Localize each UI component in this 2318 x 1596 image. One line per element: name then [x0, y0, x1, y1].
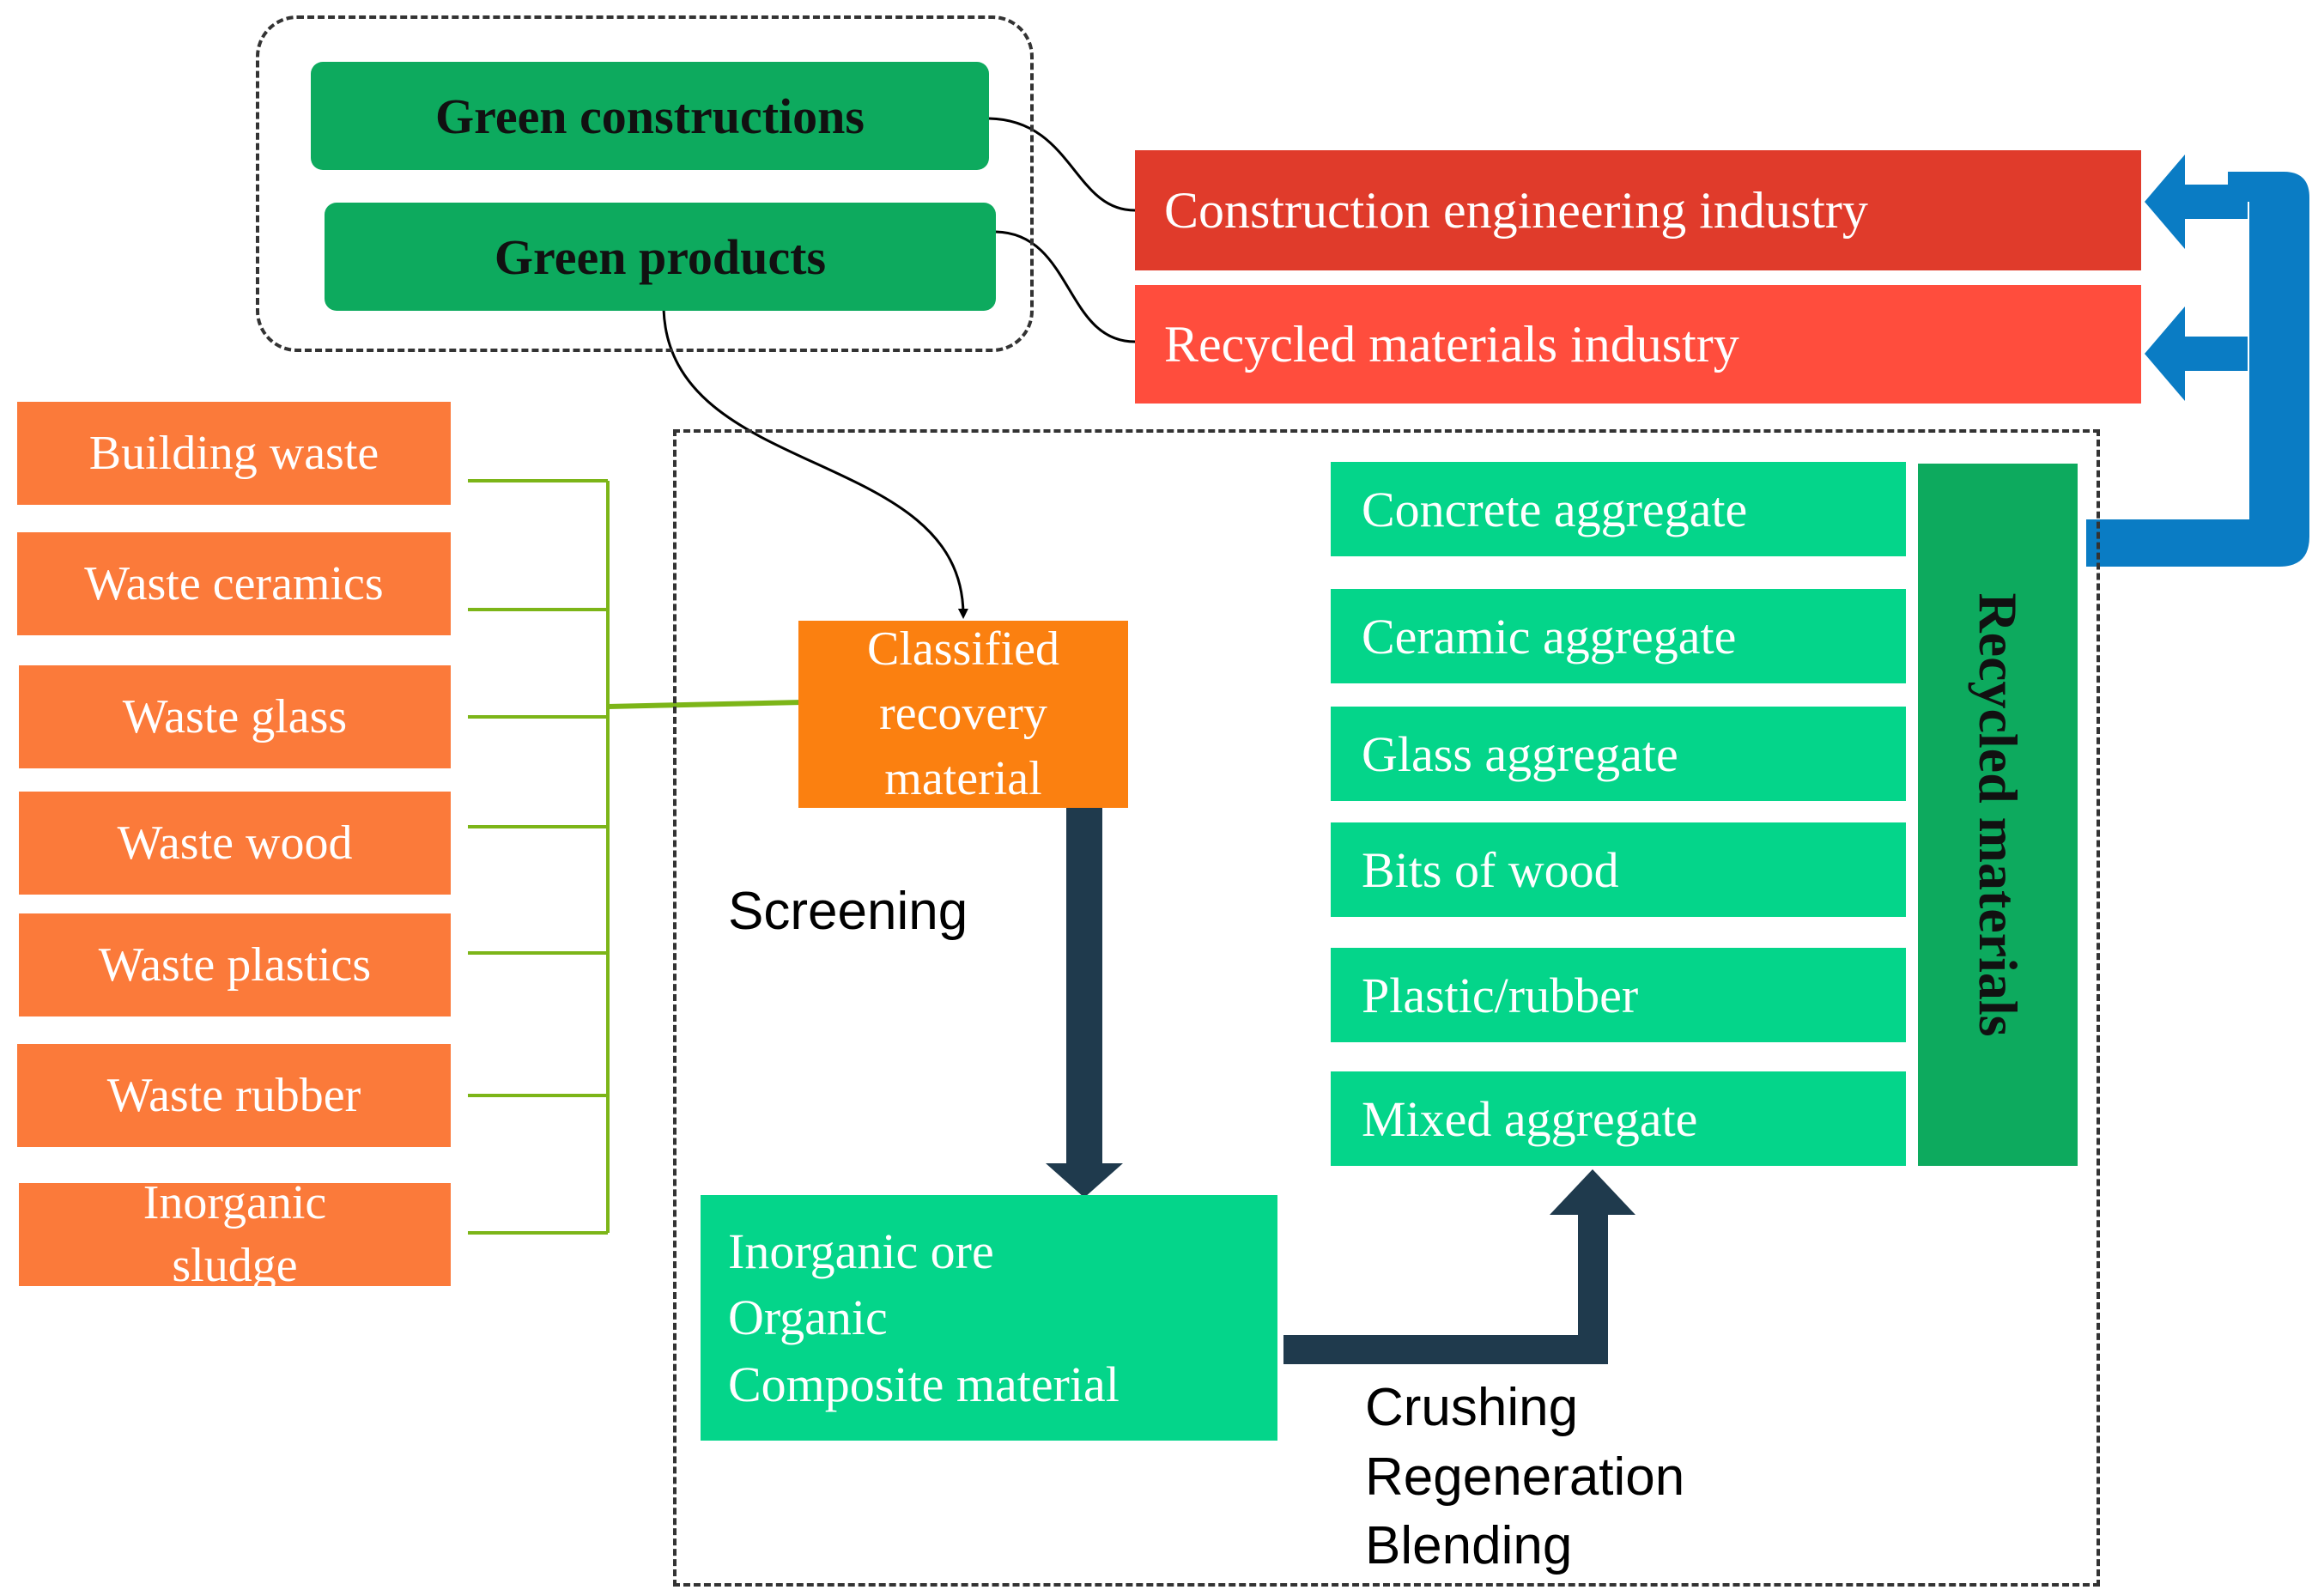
process-label-regeneration: Regeneration	[1365, 1447, 1685, 1507]
aggregate-ceramic: Ceramic aggregate	[1331, 589, 1906, 683]
screening-arrow	[1046, 803, 1123, 1198]
sludge-line-1: Inorganic	[143, 1176, 327, 1230]
aggregate-wood: Bits of wood	[1331, 822, 1906, 917]
recycled-materials-bar: Recycled materials	[1918, 464, 2078, 1166]
green-group-frame	[256, 15, 1034, 352]
process-label-blending: Blending	[1365, 1516, 1573, 1576]
classified-line-2: recovery	[879, 687, 1047, 741]
classified-line-3: material	[884, 751, 1042, 805]
process-labels: Crushing Regeneration Blending	[1365, 1374, 1684, 1581]
composition-line-3: Composite material	[728, 1356, 1120, 1412]
connector-products-to-recycled	[995, 230, 1136, 343]
waste-item-glass: Waste glass	[19, 665, 451, 768]
processing-frame	[673, 429, 2100, 1587]
recycled-materials-label: Recycled materials	[1968, 592, 2029, 1037]
crushing-arrow	[1283, 1169, 1635, 1364]
sludge-line-2: sludge	[172, 1239, 298, 1292]
waste-item-rubber: Waste rubber	[17, 1044, 451, 1147]
arrow-products-to-classified	[662, 308, 968, 619]
process-label-crushing: Crushing	[1365, 1378, 1579, 1437]
composition-line-1: Inorganic ore	[728, 1223, 994, 1280]
return-arrow	[2086, 155, 2309, 567]
aggregate-concrete: Concrete aggregate	[1331, 462, 1906, 556]
connector-constructions-to-industry	[988, 117, 1136, 212]
waste-item-inorganic-sludge: Inorganic sludge	[19, 1176, 451, 1292]
waste-bracket	[468, 479, 804, 1235]
classified-recovery-material-box: Classified recovery material	[798, 621, 1128, 808]
screening-label: Screening	[728, 882, 968, 941]
composition-box: Inorganic ore Organic Composite material	[701, 1195, 1277, 1441]
aggregate-glass: Glass aggregate	[1331, 707, 1906, 801]
green-constructions-box: Green constructions	[311, 62, 989, 170]
construction-engineering-industry-box: Construction engineering industry	[1135, 150, 2141, 270]
composition-line-2: Organic	[728, 1290, 888, 1346]
classified-line-1: Classified	[867, 622, 1059, 676]
green-products-box: Green products	[325, 203, 996, 311]
recycled-materials-industry-box: Recycled materials industry	[1135, 285, 2141, 404]
waste-item-ceramics: Waste ceramics	[17, 532, 451, 635]
waste-item-plastics: Waste plastics	[19, 913, 451, 1016]
waste-item-building: Building waste	[17, 402, 451, 505]
aggregate-plastic-rubber: Plastic/rubber	[1331, 948, 1906, 1042]
aggregate-mixed: Mixed aggregate	[1331, 1071, 1906, 1166]
waste-item-wood: Waste wood	[19, 792, 451, 895]
